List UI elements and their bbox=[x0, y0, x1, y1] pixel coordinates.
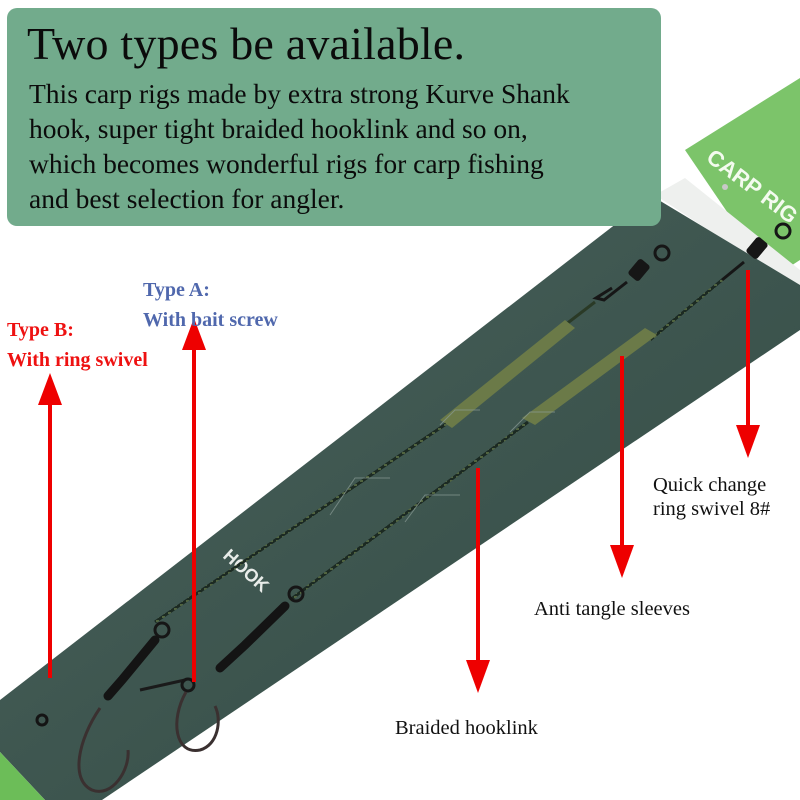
description-line: This carp rigs made by extra strong Kurv… bbox=[29, 78, 570, 109]
type-a-label: Type A: With bait screw bbox=[143, 275, 278, 335]
swivel-callout-line2: ring swivel 8# bbox=[653, 498, 771, 520]
type-b-title: Type B: bbox=[7, 319, 74, 341]
swivel-callout: Quick change ring swivel 8# bbox=[653, 473, 770, 521]
hooklink-callout: Braided hooklink bbox=[395, 717, 538, 739]
headline: Two types be available. bbox=[27, 18, 466, 69]
rig-type-a bbox=[35, 244, 671, 793]
type-a-title: Type A: bbox=[143, 279, 210, 301]
description-line: which becomes wonderful rigs for carp fi… bbox=[29, 148, 544, 179]
annotation-arrows bbox=[38, 270, 760, 693]
swivel-callout-line1: Quick change bbox=[653, 474, 767, 496]
type-a-desc: With bait screw bbox=[143, 309, 278, 331]
description-line: hook, super tight braided hooklink and s… bbox=[29, 113, 528, 144]
sleeves-callout: Anti tangle sleeves bbox=[534, 598, 690, 620]
description-line: and best selection for angler. bbox=[29, 183, 345, 214]
type-b-desc: With ring swivel bbox=[7, 349, 148, 371]
card-separator bbox=[655, 178, 800, 290]
rig-card bbox=[0, 196, 800, 800]
card-corner bbox=[0, 752, 45, 800]
description-box: Two types be available. This carp rigs m… bbox=[7, 8, 661, 226]
type-b-label: Type B: With ring swivel bbox=[7, 315, 148, 375]
card-clips bbox=[329, 409, 555, 523]
rig-type-b bbox=[139, 222, 792, 752]
description-text: This carp rigs made by extra strong Kurv… bbox=[29, 76, 647, 216]
